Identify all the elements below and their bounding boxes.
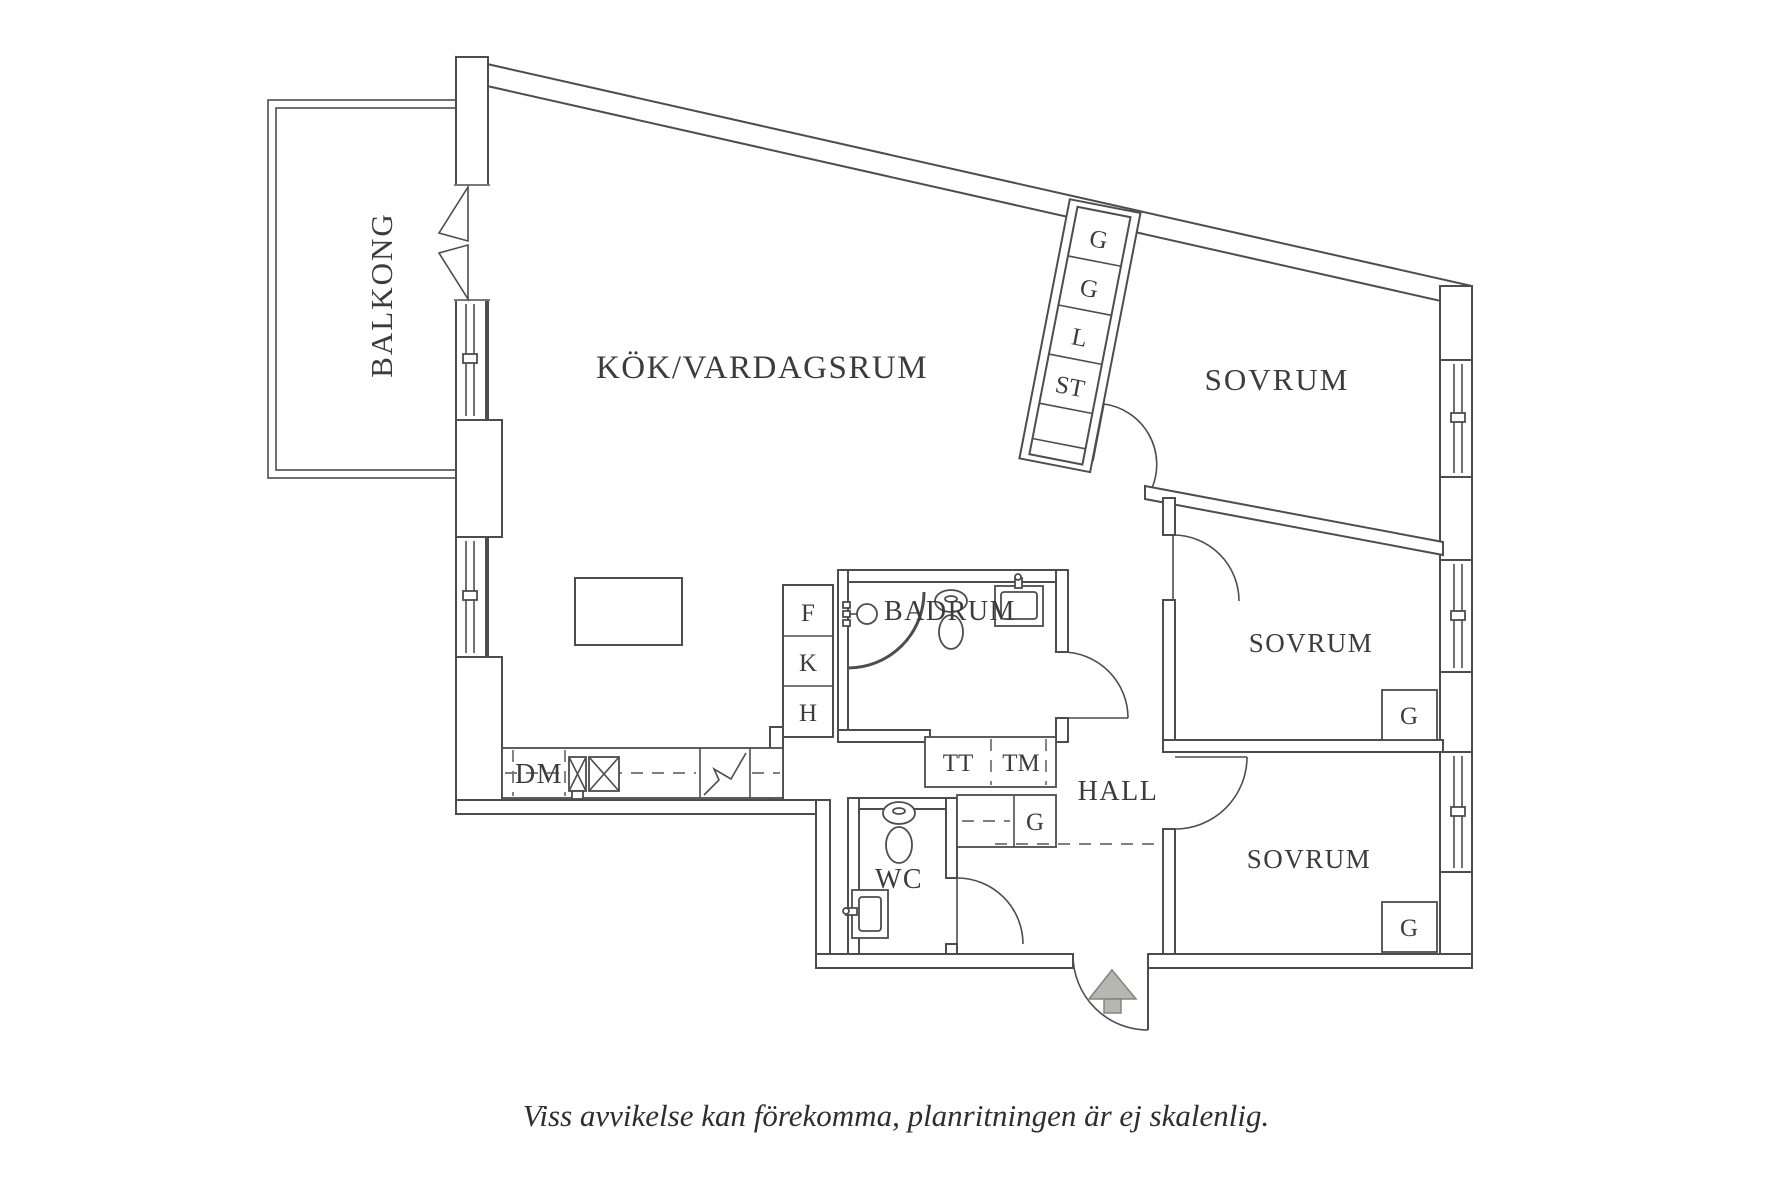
doors xyxy=(956,403,1248,1031)
door-wc xyxy=(956,877,1024,945)
wall-bathroom-east-lower xyxy=(1055,717,1069,743)
balcony-door xyxy=(437,184,490,302)
room-label-bathroom: BADRUM xyxy=(884,596,1016,627)
wall-bedroom-top-south xyxy=(1144,484,1444,557)
interior-walls xyxy=(769,484,1444,955)
hall-wardrobe-label: G xyxy=(1026,809,1044,836)
room-label-wc: WC xyxy=(875,864,923,895)
wall-wc-west xyxy=(847,797,860,955)
wall-left-pier-lower xyxy=(455,656,503,815)
window-right-top-bedroom xyxy=(1439,359,1473,478)
laundry-unit: TT TM xyxy=(924,736,1057,788)
closet-cell-label: G xyxy=(1087,225,1110,255)
door-bedroom-top xyxy=(1092,403,1158,489)
room-label-bedroom-bottom: SOVRUM xyxy=(1247,844,1372,874)
wall-bathroom-south xyxy=(837,729,931,743)
wall-bottom-left-of-entry xyxy=(815,953,1074,969)
wall-left-pier-upper xyxy=(455,419,503,538)
closet-cell-label: L xyxy=(1069,323,1089,352)
wall-wc-east-upper xyxy=(945,797,958,879)
wall-bathroom-north xyxy=(837,569,1069,583)
wall-hall-east-stub2 xyxy=(1162,599,1176,753)
entrance-arrow xyxy=(1087,968,1138,1014)
balcony-door-leaf-top xyxy=(437,184,469,243)
windows xyxy=(455,299,1473,873)
window-left-lower xyxy=(455,536,487,658)
kitchen-island xyxy=(574,577,683,646)
wall-bathroom-west xyxy=(837,569,849,743)
door-bathroom xyxy=(1061,651,1129,719)
closet-cell-label: ST xyxy=(1053,371,1087,403)
room-label-balcony: BALKONG xyxy=(364,212,399,378)
wall-bottom-right-of-entry xyxy=(1147,953,1473,969)
stove xyxy=(699,748,751,798)
appliance-label-k: K xyxy=(799,650,817,677)
wc-fixtures xyxy=(842,801,916,939)
wall-hall-east-stub1 xyxy=(1162,497,1176,536)
wall-step-connector xyxy=(815,799,831,969)
closet-cell-label: G xyxy=(1078,274,1101,304)
appliance-label-h: H xyxy=(799,700,817,727)
wall-kitchen-bottom xyxy=(455,799,831,815)
room-label-bedroom-middle: SOVRUM xyxy=(1249,628,1374,658)
door-bedroom-middle xyxy=(1172,534,1240,602)
label-dishwasher: DM xyxy=(515,759,563,790)
laundry-label-tm: TM xyxy=(1002,750,1040,777)
appliance-column: F K H xyxy=(782,584,834,738)
window-left-upper xyxy=(455,299,487,421)
kitchen-faucet xyxy=(571,790,584,800)
room-label-kitchen-living: KÖK/VARDAGSRUM xyxy=(596,350,928,386)
caption: Viss avvikelse kan förekomma, planritnin… xyxy=(523,1098,1269,1133)
closet-column-inner xyxy=(1028,205,1132,466)
wall-top-slanted xyxy=(455,55,1473,310)
sink-wc xyxy=(842,889,889,939)
entrance-arrow-head xyxy=(1087,968,1138,1000)
toilet-wc xyxy=(882,801,916,864)
door-bedroom-bottom xyxy=(1174,756,1248,830)
entrance-arrow-shaft xyxy=(1103,998,1122,1014)
sink-bathroom xyxy=(994,573,1044,627)
kitchen-fittings: F K H xyxy=(501,577,834,800)
wall-bathroom-east-upper xyxy=(1055,569,1069,653)
room-labels: BALKONG KÖK/VARDAGSRUM SOVRUM SOVRUM SOV… xyxy=(364,212,1374,895)
appliance-label-f: F xyxy=(801,600,815,627)
balcony-door-leaf-bottom xyxy=(437,243,469,302)
wall-hall-east-stub3 xyxy=(1162,828,1176,955)
wall-between-bedrooms xyxy=(1162,739,1444,753)
room-label-hall: HALL xyxy=(1078,776,1159,807)
bedroom-bottom-wardrobe-label: G xyxy=(1400,915,1418,942)
hall-wardrobe: G xyxy=(956,794,1057,848)
kitchen-sink xyxy=(568,756,620,800)
toilet-bathroom xyxy=(934,589,968,650)
bathroom-fixtures xyxy=(842,573,1044,670)
window-right-bottom-bedroom xyxy=(1439,751,1473,873)
shower-screen xyxy=(847,591,926,670)
shower-head xyxy=(842,601,878,627)
window-right-middle-bedroom xyxy=(1439,559,1473,673)
wall-wc-east-stub xyxy=(945,943,958,955)
bedroom-bottom-wardrobe: G xyxy=(1381,901,1438,953)
door-entrance xyxy=(1072,954,1149,1031)
closet-column: G G L ST xyxy=(1018,198,1142,474)
bedroom-middle-wardrobe-label: G xyxy=(1400,703,1418,730)
room-label-bedroom-top: SOVRUM xyxy=(1205,362,1350,397)
laundry-label-tt: TT xyxy=(943,750,974,777)
bedroom-middle-wardrobe: G xyxy=(1381,689,1438,741)
